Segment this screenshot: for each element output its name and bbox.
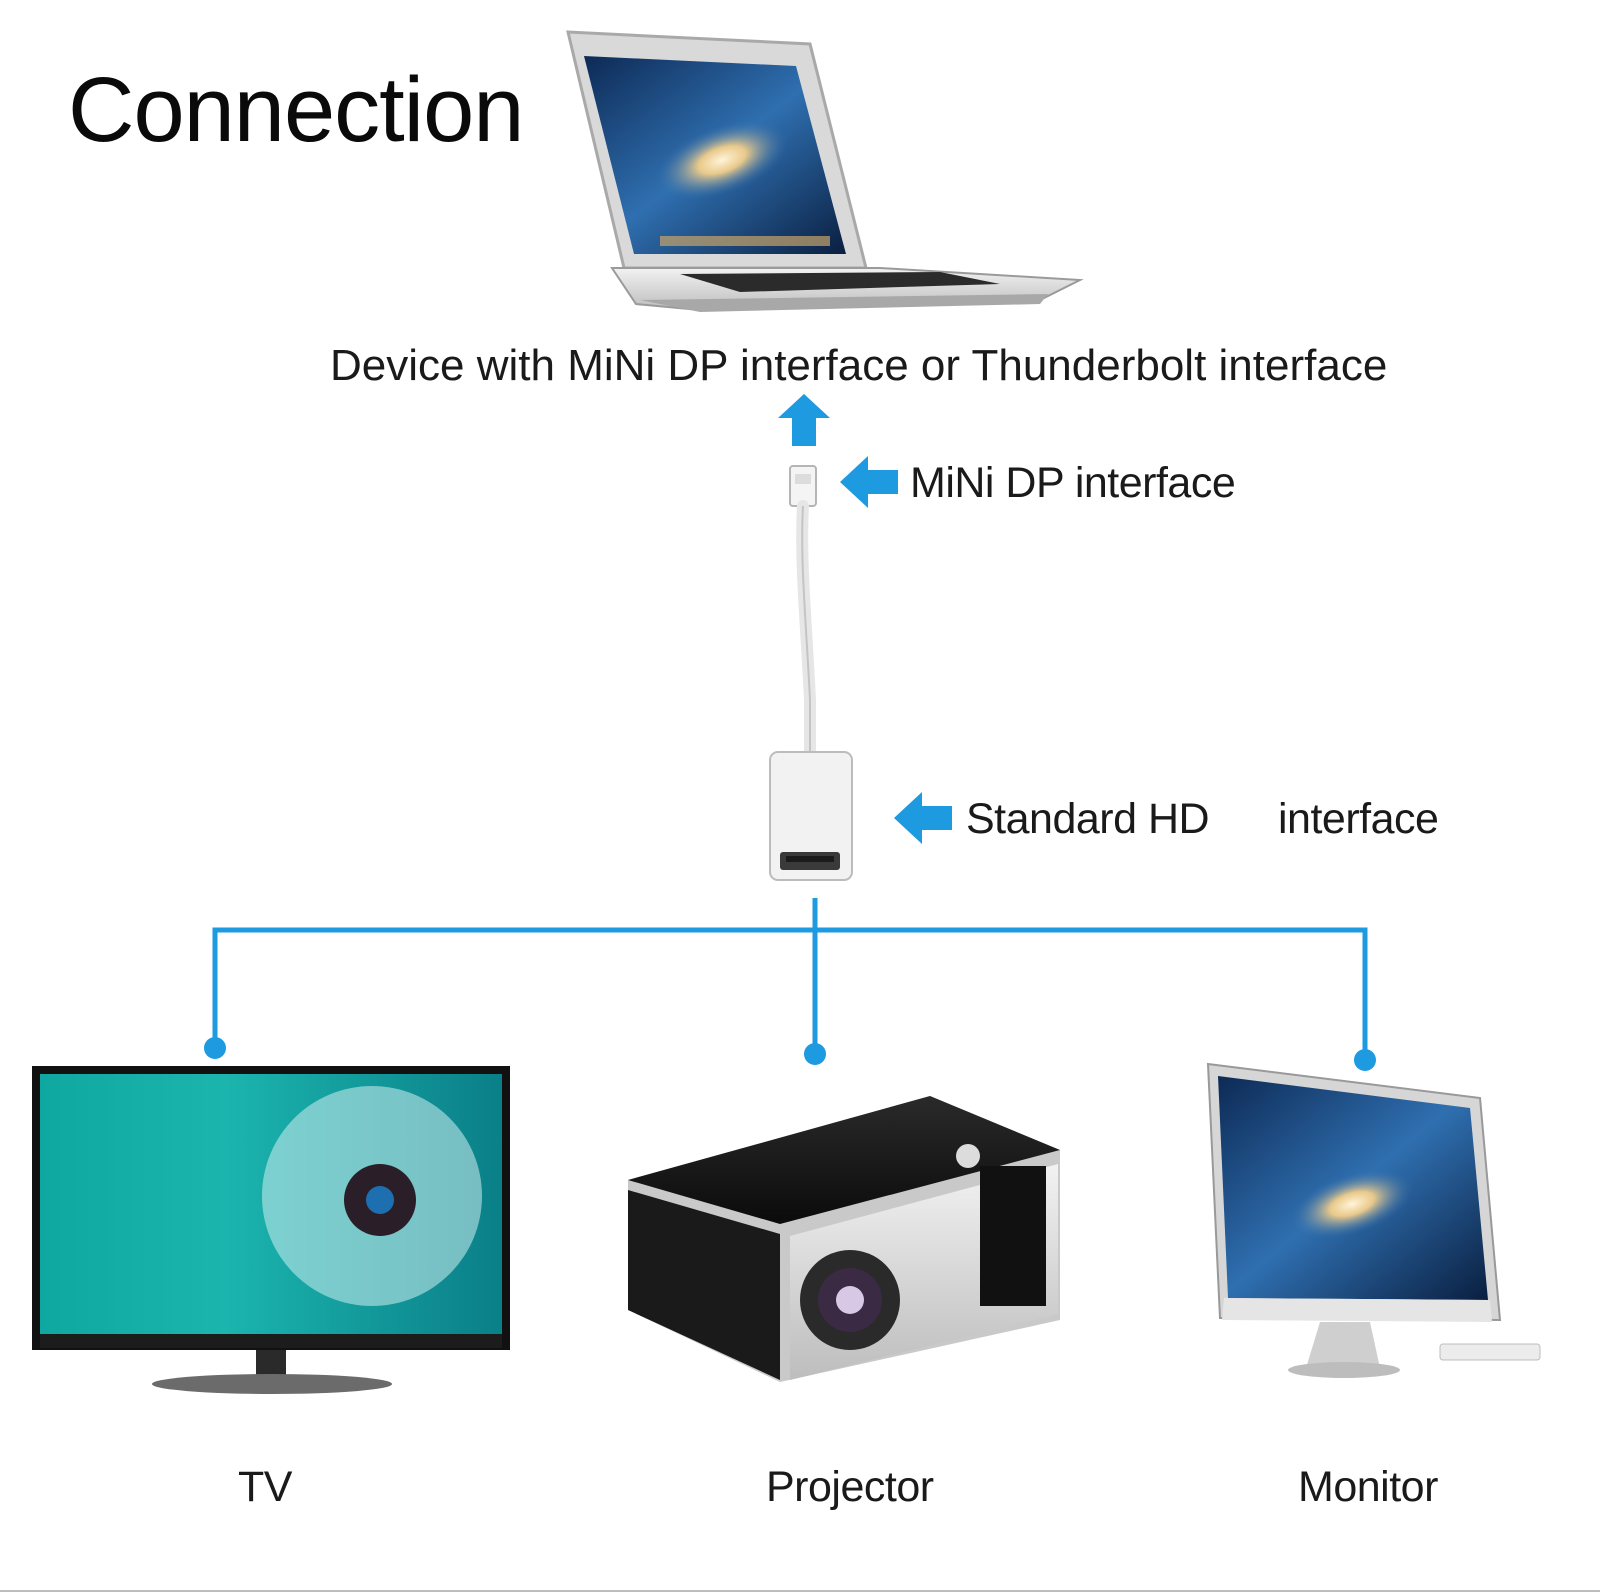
arrow-up-icon xyxy=(778,394,830,446)
adapter-cable-icon xyxy=(769,465,853,881)
connector-dots xyxy=(204,1037,1376,1071)
target-label-tv: TV xyxy=(238,1463,292,1511)
connector-lines xyxy=(212,898,1368,1060)
projector-icon xyxy=(628,1096,1060,1382)
mini-dp-interface-label: MiNi DP interface xyxy=(910,459,1236,507)
standard-interface-label: interface xyxy=(1278,795,1439,843)
arrow-left-icon xyxy=(840,456,898,508)
arrow-left-icon xyxy=(894,792,952,844)
laptop-icon xyxy=(566,30,1084,312)
tv-icon xyxy=(32,1066,510,1394)
bottom-divider xyxy=(0,1590,1600,1592)
target-label-projector: Projector xyxy=(766,1463,934,1511)
standard-hd-label: Standard HD xyxy=(966,795,1210,843)
source-device-label: Device with MiNi DP interface or Thunder… xyxy=(330,341,1388,390)
monitor-icon xyxy=(1206,1062,1541,1378)
page-title: Connection xyxy=(68,59,524,161)
target-label-monitor: Monitor xyxy=(1298,1463,1438,1511)
